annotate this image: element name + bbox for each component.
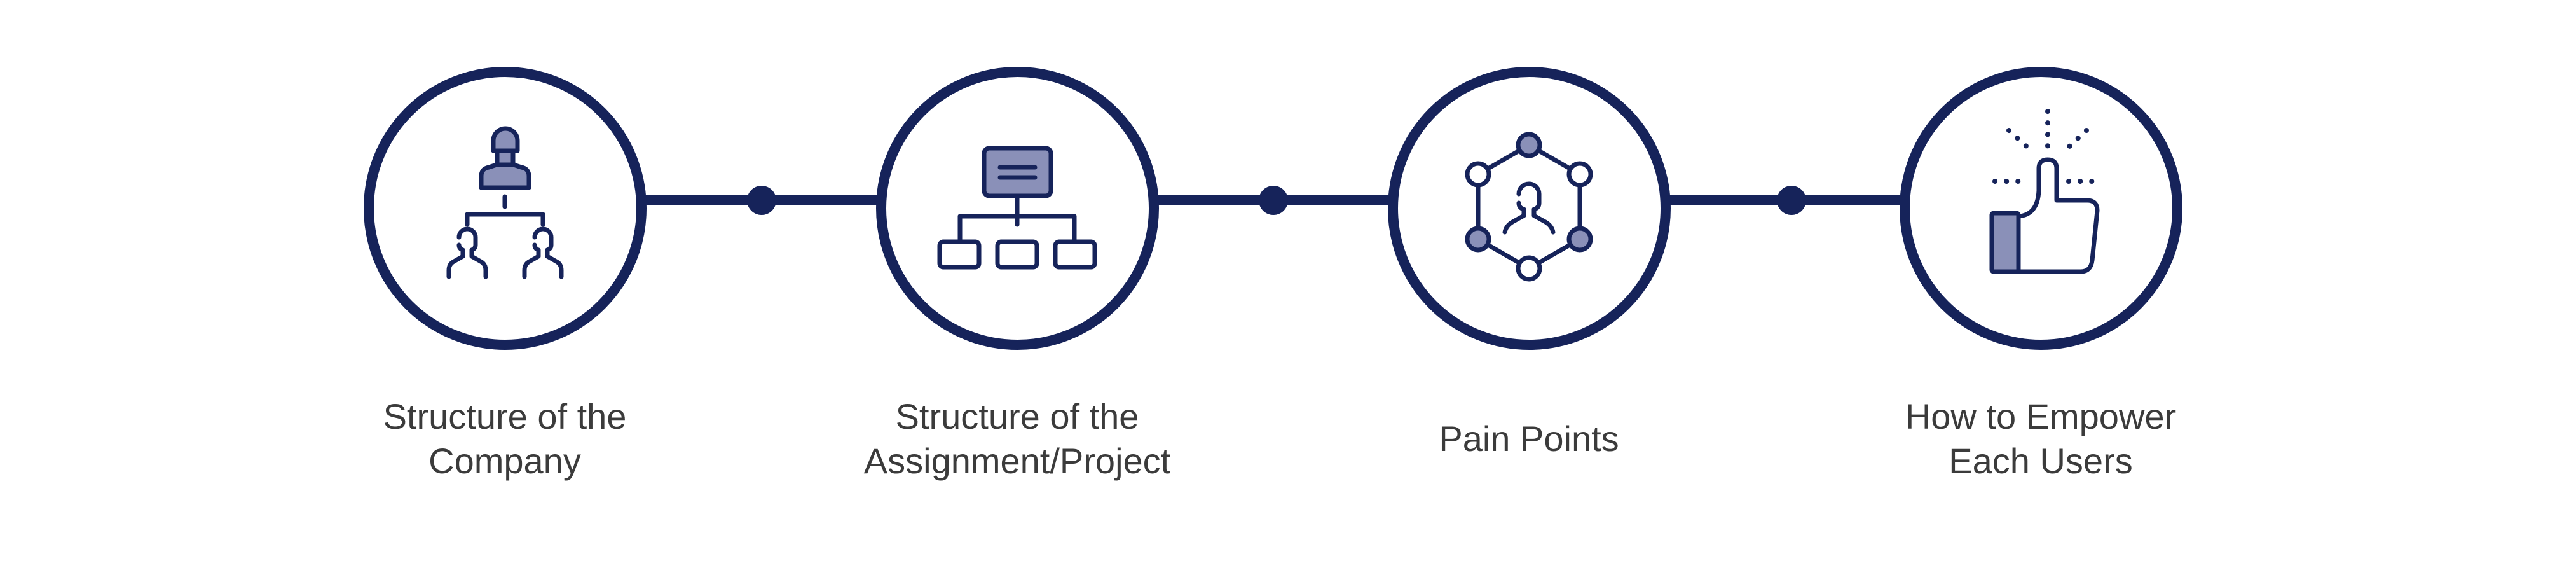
step-1-label-line-2: Company bbox=[428, 441, 581, 481]
step-4-label-line-1: How to Empower bbox=[1905, 396, 2177, 436]
step-2-label: Structure of the Assignment/Project bbox=[795, 394, 1240, 483]
connector-dot-3 bbox=[1777, 186, 1806, 215]
thumbs-up-icon bbox=[1989, 109, 2103, 274]
step-2 bbox=[876, 67, 1159, 350]
step-3-label-line-1: Pain Points bbox=[1439, 419, 1619, 459]
step-1 bbox=[364, 67, 647, 350]
step-3-label: Pain Points bbox=[1306, 417, 1751, 461]
step-3 bbox=[1388, 67, 1671, 350]
connector-dot-2 bbox=[1259, 186, 1288, 215]
org-chart-people-icon bbox=[446, 126, 564, 279]
connector-dot-1 bbox=[747, 186, 776, 215]
step-2-label-line-1: Structure of the bbox=[895, 396, 1139, 436]
step-1-label: Structure of the Company bbox=[282, 394, 727, 483]
step-1-label-line-1: Structure of the bbox=[383, 396, 627, 436]
step-4-label: How to Empower Each Users bbox=[1818, 394, 2263, 483]
network-person-icon bbox=[1465, 132, 1593, 282]
hierarchy-diagram-icon bbox=[937, 146, 1097, 270]
step-4-label-line-2: Each Users bbox=[1949, 441, 2133, 481]
step-4 bbox=[1900, 67, 2182, 350]
step-2-label-line-2: Assignment/Project bbox=[863, 441, 1171, 481]
